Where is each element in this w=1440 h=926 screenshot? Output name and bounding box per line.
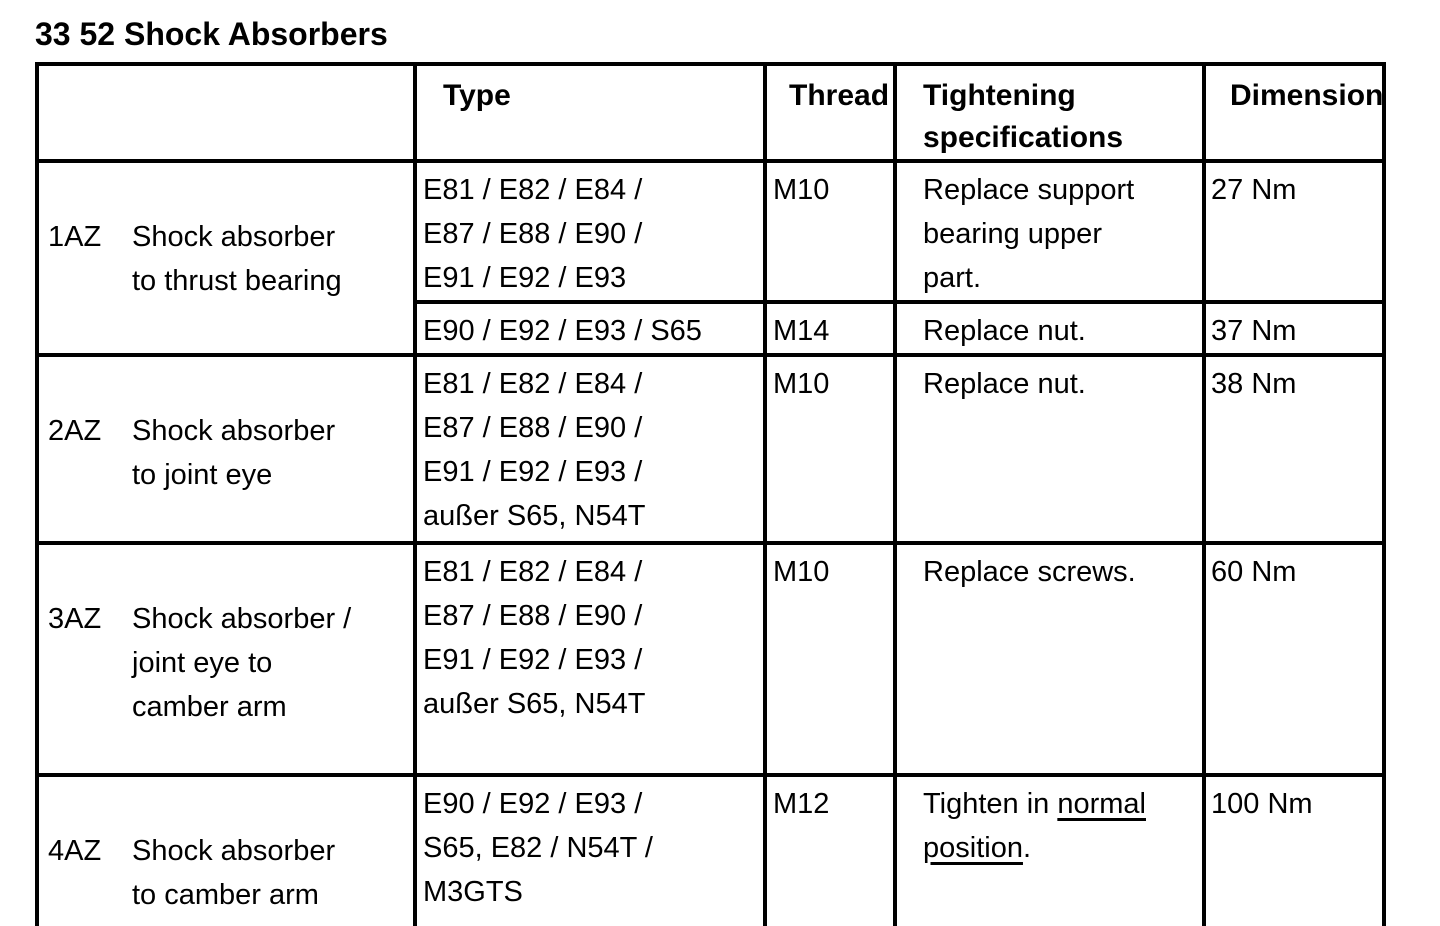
item-flex: 2AZ Shock absorber to joint eye [48,409,409,497]
type-cell: E81 / E82 / E84 / E87 / E88 / E90 / E91 … [413,541,767,777]
header-type: Type [413,62,767,163]
row-1az-variant-2: E90 / E92 / E93 / S65 M14 Replace nut. 3… [37,300,1386,357]
item-name: Shock absorber to joint eye [132,415,336,491]
row-3az: 3AZ Shock absorber / joint eye to camber… [35,541,1386,777]
thread-cell: M10 [763,353,897,545]
spec-text: Tighten in [923,788,1058,820]
item-code: 2AZ [48,415,102,447]
item-cell-2az: 2AZ Shock absorber to joint eye [35,353,417,545]
item-code: 4AZ [48,835,102,867]
row-1az: 1AZ Shock absorber to thrust bearing E81… [35,159,1386,357]
item-flex: 3AZ Shock absorber / joint eye to camber… [48,597,409,729]
type-cell: E81 / E82 / E84 / E87 / E88 / E90 / E91 … [413,353,767,545]
item-cell-4az: 4AZ Shock absorber to camber arm [35,773,417,926]
shock-absorbers-spec-table: Type Thread Tightening specifications Di… [35,62,1386,926]
item-cell-1az: 1AZ Shock absorber to thrust bearing [35,159,417,357]
dimension-cell: 38 Nm [1202,353,1386,545]
item-flex: 1AZ Shock absorber to thrust bearing [48,215,409,303]
normal-position-link[interactable]: normal position [923,788,1146,864]
dimension-cell: 60 Nm [1202,541,1386,777]
header-row: Type Thread Tightening specifications Di… [35,62,1386,163]
dimension-cell: 27 Nm [1202,159,1386,304]
thread-cell: M10 [763,159,897,304]
header-item [35,62,417,163]
thread-cell: M14 [763,300,897,357]
dimension-cell: 100 Nm [1202,773,1386,926]
thread-cell: M10 [763,541,897,777]
spec-text: . [1022,832,1032,864]
header-thread: Thread [763,62,897,163]
spec-cell: Tighten in normal position. [893,773,1206,926]
spec-cell: Replace support bearing upper part. [893,159,1206,304]
item-cell-3az: 3AZ Shock absorber / joint eye to camber… [35,541,417,777]
item-name: Shock absorber / joint eye to camber arm [132,603,352,723]
type-cell: E90 / E92 / E93 / S65 [413,300,767,357]
spec-cell: Replace nut. [893,353,1206,545]
type-cell: E90 / E92 / E93 / S65, E82 / N54T / M3GT… [413,773,767,926]
item-flex: 4AZ Shock absorber to camber arm [48,829,409,917]
row-4az: 4AZ Shock absorber to camber arm E90 / E… [35,773,1386,926]
item-code: 3AZ [48,603,102,635]
header-dimension: Dimension [1202,62,1386,163]
item-name: Shock absorber to thrust bearing [132,221,342,297]
spec-cell: Replace screws. [893,541,1206,777]
thread-cell: M12 [763,773,897,926]
header-tightening-specifications: Tightening specifications [893,62,1206,163]
spec-cell: Replace nut. [893,300,1206,357]
page-title: 33 52 Shock Absorbers [35,16,388,52]
dimension-cell: 37 Nm [1202,300,1386,357]
type-cell: E81 / E82 / E84 / E87 / E88 / E90 / E91 … [413,159,767,304]
row-2az: 2AZ Shock absorber to joint eye E81 / E8… [35,353,1386,545]
item-code: 1AZ [48,221,102,253]
item-name: Shock absorber to camber arm [132,835,336,911]
